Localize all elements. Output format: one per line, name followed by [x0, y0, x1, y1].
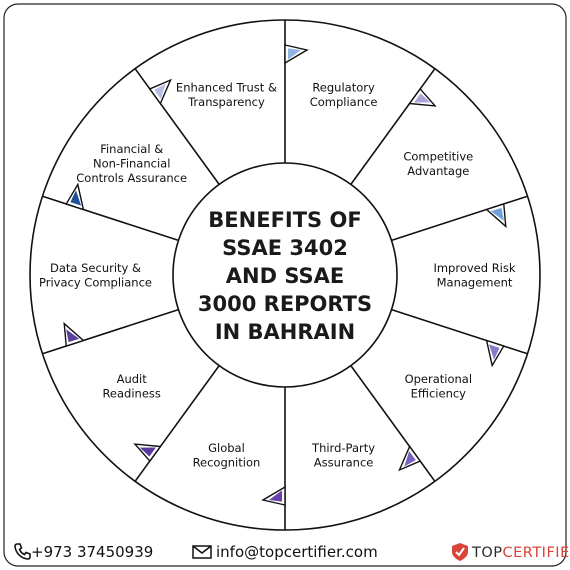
- center-title-line: IN BAHRAIN: [215, 320, 355, 344]
- segment-marker-triangle: [70, 190, 82, 206]
- segment-label-line: Privacy Compliance: [39, 275, 152, 289]
- phone-icon: [14, 543, 31, 560]
- segment-label: Data Security &Privacy Compliance: [39, 261, 152, 290]
- segment-label-line: Competitive: [403, 149, 473, 163]
- segment-label-line: Audit: [117, 372, 148, 386]
- segment-label-line: Operational: [405, 372, 472, 386]
- segment-label-line: Global: [208, 441, 245, 455]
- segment-label-line: Improved Risk: [433, 261, 515, 275]
- segment-divider: [350, 68, 436, 185]
- envelope-icon: [192, 545, 212, 559]
- segment-marker-triangle: [154, 83, 166, 99]
- footer: +973 37450939 info@topcertifier.com TOPC…: [14, 543, 570, 561]
- brand-part-certifier: CERTIFIER: [503, 545, 570, 561]
- segment-label-line: Financial &: [100, 142, 163, 156]
- segment-marker-triangle: [288, 48, 301, 60]
- segment-marker-triangle: [490, 207, 504, 221]
- segment-dividers: [42, 20, 528, 530]
- segment-marker-triangle: [66, 329, 80, 343]
- segment-label-line: Third-Party: [311, 441, 375, 455]
- segment-label-line: Efficiency: [411, 387, 467, 401]
- segment-divider: [42, 195, 179, 242]
- phone-number[interactable]: +973 37450939: [31, 543, 153, 561]
- segment-label-line: Controls Assurance: [76, 171, 187, 185]
- brand-part-top: TOP: [471, 545, 503, 561]
- center-circle: [172, 162, 398, 388]
- segment-label-line: Compliance: [310, 95, 378, 109]
- segment-marker-triangle: [139, 447, 156, 457]
- segment-label: Enhanced Trust &Transparency: [176, 81, 277, 110]
- segment-label-line: Enhanced Trust &: [176, 81, 277, 95]
- segment-divider: [350, 365, 436, 482]
- segment-label-line: Recognition: [193, 455, 261, 469]
- segment-label-line: Non-Financial: [93, 157, 170, 171]
- center-title-line: AND SSAE: [226, 264, 344, 288]
- segment-label-line: Readiness: [102, 387, 160, 401]
- segment-divider: [391, 195, 528, 242]
- segment-divider: [391, 308, 528, 355]
- center-title-line: 3000 REPORTS: [198, 292, 372, 316]
- segment-marker-triangle: [269, 490, 282, 502]
- segment-divider: [134, 68, 220, 185]
- segment-marker-triangle: [404, 451, 416, 467]
- segment-markers: [63, 44, 507, 506]
- brand-logo: TOPCERTIFIER: [471, 545, 570, 561]
- segment-label-line: Management: [437, 275, 513, 289]
- segment-divider: [134, 365, 220, 482]
- shield-check-icon: [452, 543, 468, 561]
- center-title-line: BENEFITS OF: [208, 208, 361, 232]
- segment-label-line: Advantage: [407, 164, 469, 178]
- segment-label-line: Regulatory: [312, 81, 375, 95]
- segment-label-line: Data Security &: [50, 261, 141, 275]
- segment-marker-triangle: [414, 93, 431, 103]
- segment-label-line: Transparency: [187, 95, 265, 109]
- email-address[interactable]: info@topcertifier.com: [216, 543, 378, 561]
- center-title-line: SSAE 3402: [222, 236, 348, 260]
- segment-label-line: Assurance: [314, 455, 374, 469]
- segment-divider: [42, 308, 179, 355]
- segment-marker-triangle: [488, 344, 500, 360]
